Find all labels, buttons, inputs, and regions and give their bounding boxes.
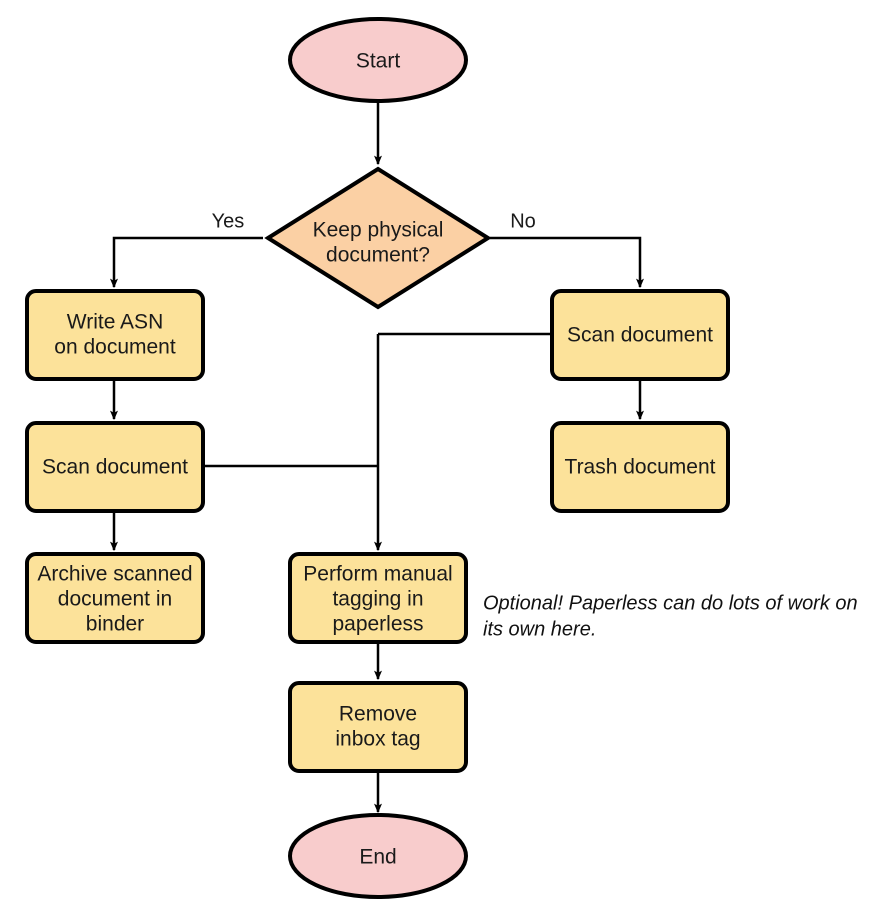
node-start[interactable]: Start	[288, 17, 468, 103]
tagging-label-line1: Perform manual	[303, 563, 452, 586]
tagging-label-line2: tagging in	[332, 588, 423, 611]
node-trash-document[interactable]: Trash document	[550, 421, 730, 513]
edge-label-yes: Yes	[212, 210, 245, 232]
node-end[interactable]: End	[288, 813, 468, 899]
decision-diamond[interactable]	[264, 166, 492, 310]
write-asn-label-line1: Write ASN	[67, 311, 163, 334]
trash-label: Trash document	[565, 456, 716, 479]
archive-label-line3: binder	[86, 613, 144, 636]
node-scan-document-left[interactable]: Scan document	[25, 421, 205, 513]
optional-note-line2: its own here.	[483, 618, 596, 640]
end-label: End	[359, 846, 396, 869]
scan-left-box[interactable]	[25, 421, 205, 513]
archive-box[interactable]	[25, 552, 205, 644]
node-remove-inbox-tag[interactable]: Remove inbox tag	[288, 681, 468, 773]
remove-inbox-label-line1: Remove	[339, 703, 417, 726]
edge-decision-yes-to-write-asn	[110, 236, 263, 289]
edge-decision-no-to-scan-right	[490, 236, 644, 289]
node-scan-document-right[interactable]: Scan document	[550, 289, 730, 381]
node-archive-scanned-document[interactable]: Archive scanned document in binder	[25, 552, 205, 644]
remove-inbox-box[interactable]	[288, 681, 468, 773]
start-label: Start	[356, 50, 401, 73]
write-asn-label-line2: on document	[54, 336, 176, 359]
tagging-label-line3: paperless	[332, 613, 423, 636]
scan-right-box[interactable]	[550, 289, 730, 381]
archive-label-line1: Archive scanned	[37, 563, 192, 586]
node-perform-manual-tagging[interactable]: Perform manual tagging in paperless	[288, 552, 468, 644]
edges-layer	[110, 101, 644, 814]
start-ellipse[interactable]	[288, 17, 468, 103]
end-ellipse[interactable]	[288, 813, 468, 899]
trash-box[interactable]	[550, 421, 730, 513]
annotation-optional-note: Optional! Paperless can do lots of work …	[483, 592, 858, 640]
decision-label-line2: document?	[326, 244, 430, 267]
edge-label-no: No	[510, 210, 536, 232]
tagging-box[interactable]	[288, 552, 468, 644]
write-asn-box[interactable]	[25, 289, 205, 381]
remove-inbox-label-line2: inbox tag	[335, 728, 420, 751]
decision-label-line1: Keep physical	[313, 219, 444, 242]
scan-left-label: Scan document	[42, 456, 188, 479]
node-write-asn[interactable]: Write ASN on document	[25, 289, 205, 381]
optional-note-line1: Optional! Paperless can do lots of work …	[483, 592, 858, 614]
archive-label-line2: document in	[58, 588, 172, 611]
node-decision-keep-physical-document[interactable]: Keep physical document?	[264, 166, 492, 310]
edge-labels-layer: Yes No	[212, 210, 536, 232]
scan-right-label: Scan document	[567, 324, 713, 347]
